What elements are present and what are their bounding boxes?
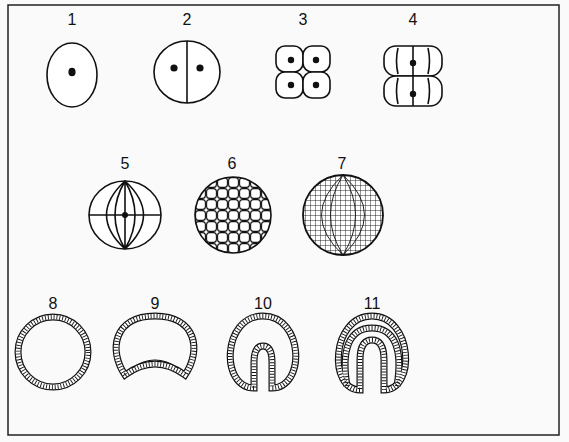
stage-number: 3 bbox=[299, 12, 308, 28]
stage-number: 2 bbox=[183, 12, 192, 28]
stage-number: 6 bbox=[228, 156, 237, 172]
stage-number: 4 bbox=[409, 12, 418, 28]
stage-number: 8 bbox=[49, 296, 58, 312]
stage-number: 1 bbox=[68, 12, 77, 28]
stage-number: 10 bbox=[254, 296, 272, 312]
stage-number: 9 bbox=[151, 296, 160, 312]
stage-number: 7 bbox=[338, 156, 347, 172]
stage-number: 11 bbox=[364, 296, 381, 312]
stage-number: 5 bbox=[121, 156, 130, 172]
